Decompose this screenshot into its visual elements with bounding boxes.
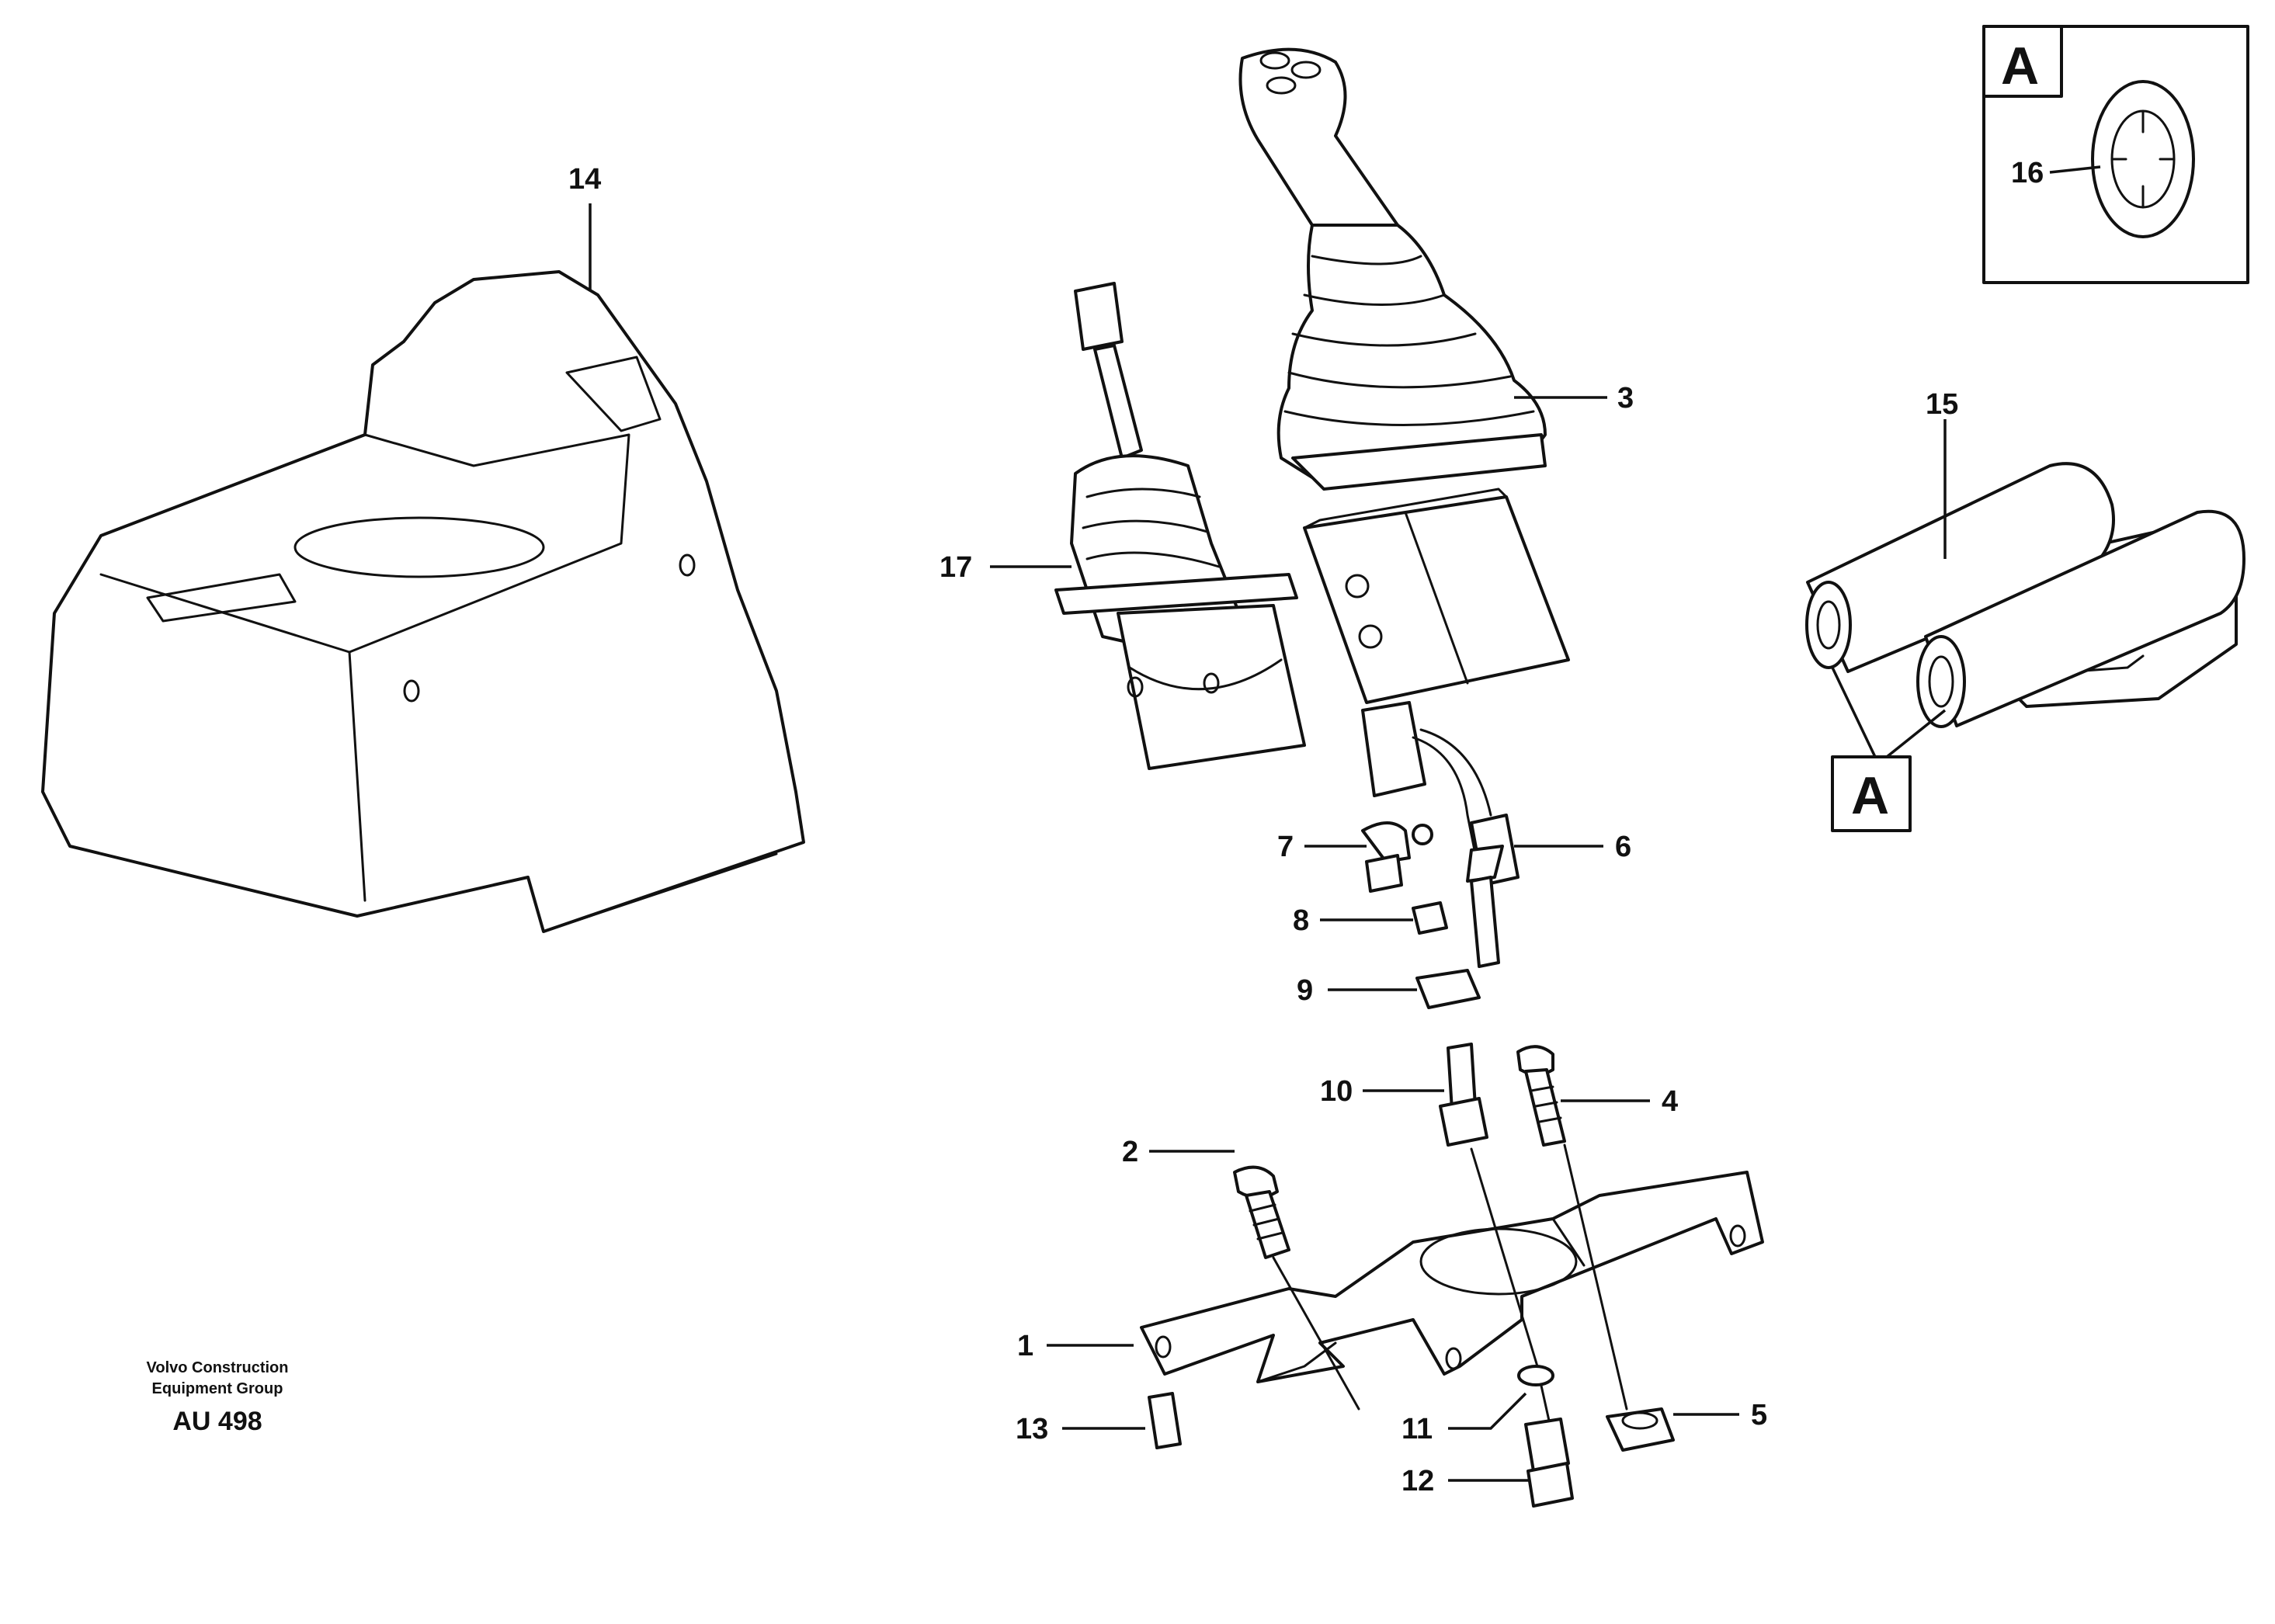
- washer-11: [1517, 1365, 1554, 1386]
- callout-13: 13: [1016, 1413, 1048, 1445]
- view-marker-label: A: [1851, 766, 1889, 825]
- pressure-sensor-12: [1524, 1418, 1574, 1508]
- main-joystick: [1238, 47, 1570, 855]
- fitting-7: [1361, 821, 1433, 893]
- caption-block: Volvo Construction Equipment Group AU 49…: [147, 1359, 289, 1436]
- spacer-10: [1439, 1043, 1488, 1147]
- nut-9: [1415, 969, 1481, 1009]
- callout-17: 17: [940, 551, 972, 584]
- screw-4: [1516, 1045, 1566, 1147]
- mounting-bracket: [1140, 1171, 1764, 1383]
- callout-7: 7: [1277, 831, 1294, 863]
- bushing-8: [1412, 901, 1448, 935]
- callout-1: 1: [1017, 1330, 1033, 1362]
- console-cover: [41, 270, 805, 933]
- detail-view-a: [1982, 25, 2249, 284]
- callout-11: 11: [1401, 1413, 1433, 1445]
- caption-line-1: Volvo Construction: [147, 1359, 289, 1376]
- callout-8: 8: [1293, 904, 1309, 937]
- screw-2: [1233, 1165, 1290, 1259]
- callout-16: 16: [2011, 157, 2044, 189]
- armrest-roller-assembly: [1805, 462, 2245, 728]
- detail-badge-label: A: [2001, 36, 2039, 95]
- callout-3: 3: [1617, 382, 1634, 415]
- caption-line-2: Equipment Group: [152, 1380, 283, 1397]
- clip-13: [1148, 1392, 1182, 1449]
- view-marker-a: [1831, 667, 1947, 832]
- callout-6: 6: [1615, 831, 1631, 863]
- auxiliary-joystick: [1054, 282, 1306, 770]
- callout-14: 14: [568, 163, 601, 196]
- caption-code: AU 498: [172, 1407, 262, 1436]
- callout-9: 9: [1297, 974, 1313, 1007]
- callout-15: 15: [1926, 388, 1958, 421]
- callout-12: 12: [1401, 1465, 1434, 1497]
- callout-4: 4: [1662, 1085, 1678, 1118]
- fitting-6: [1466, 814, 1520, 968]
- callout-10: 10: [1320, 1075, 1353, 1108]
- nut-5: [1606, 1407, 1675, 1452]
- callout-5: 5: [1751, 1399, 1767, 1431]
- callout-2: 2: [1122, 1136, 1138, 1168]
- assembly-guide-lines: [1272, 1143, 1628, 1422]
- callout-group: 14 17 3 15 16 7 6 8 9 10 4 2 1 13 11 12: [568, 157, 2101, 1497]
